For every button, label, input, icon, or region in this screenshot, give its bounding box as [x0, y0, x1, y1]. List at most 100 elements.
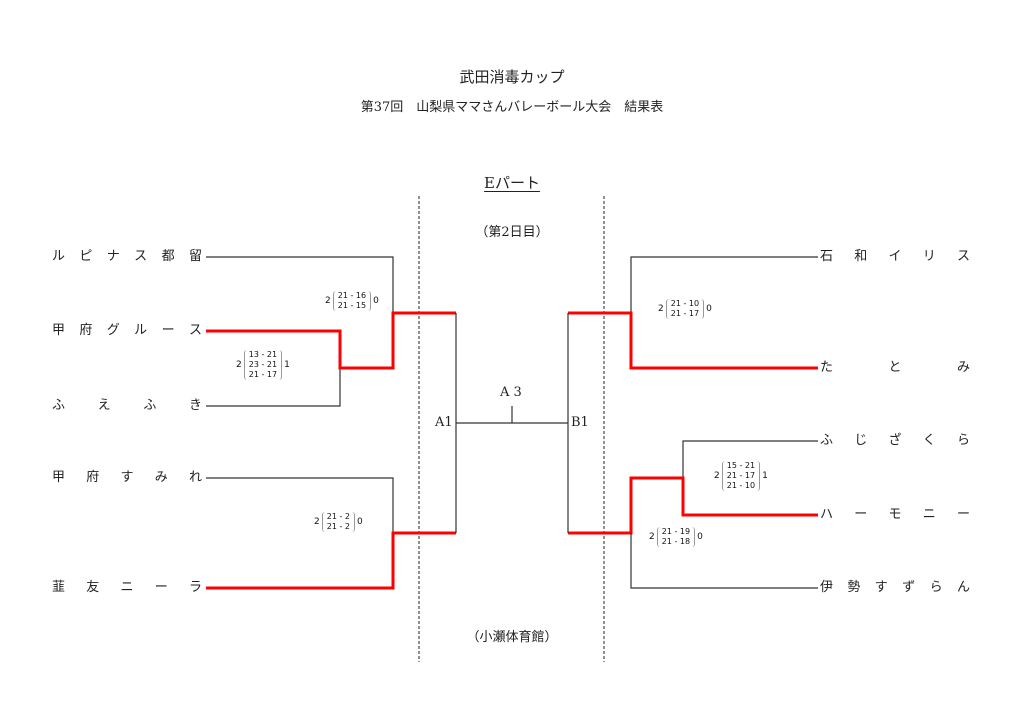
team-name-char: ラ: [188, 580, 202, 595]
team-name-char: ん: [956, 580, 970, 595]
team-right-3: ふじざくら: [820, 432, 970, 450]
team-name-char: た: [820, 360, 834, 375]
team-name-char: み: [956, 360, 970, 375]
team-name-char: ー: [956, 507, 970, 522]
team-name-char: ー: [154, 580, 168, 595]
sets-won-right: 0: [373, 296, 379, 306]
team-name-char: ス: [956, 249, 970, 264]
line-lupinasu: [206, 256, 394, 313]
team-name-char: 友: [86, 580, 100, 595]
team-name-char: グ: [106, 323, 120, 338]
team-right-5: 伊勢すずらん: [820, 579, 970, 597]
a1-label: A1: [435, 415, 453, 430]
team-name-char: 甲: [52, 470, 66, 485]
b1-label: B1: [571, 415, 589, 430]
part-label: Eパート: [484, 174, 540, 192]
line-ise-suzuran: [630, 533, 818, 589]
team-name-char: と: [888, 360, 902, 375]
team-name-char: く: [922, 433, 936, 448]
team-right-2: たとみ: [820, 359, 970, 377]
winner-path-harmony: [568, 476, 818, 535]
right-bracket: [567, 256, 818, 589]
final-label: A 3: [500, 385, 522, 400]
team-name-char: 伊: [820, 580, 834, 595]
team-name-char: え: [97, 398, 111, 413]
team-name-char: ー: [854, 507, 868, 522]
sets-won-left: 2: [714, 471, 720, 481]
line-fuefuki: [206, 368, 341, 407]
team-left-4: 甲府すみれ: [52, 469, 202, 487]
set-score: 21 - 2: [326, 522, 350, 531]
set-score: 21 - 17: [670, 309, 700, 318]
team-name-char: モ: [888, 507, 902, 522]
set-score: 21 - 16: [337, 291, 367, 300]
team-name-char: ル: [134, 323, 148, 338]
team-name-char: 府: [79, 323, 93, 338]
team-name-char: ル: [52, 249, 66, 264]
left-bracket: [206, 256, 457, 590]
set-score: 21 - 18: [661, 537, 691, 546]
venue-label: （小瀬体育館）: [466, 630, 558, 645]
sets-won-right: 0: [706, 304, 712, 314]
set-score: 21 - 19: [661, 527, 691, 536]
team-name-char: ふ: [820, 433, 834, 448]
set-score: 21 - 17: [726, 471, 756, 480]
team-name-char: 和: [854, 249, 868, 264]
team-name-char: ニ: [922, 507, 936, 522]
team-name-char: 韮: [52, 580, 66, 595]
set-score: 21 - 10: [726, 481, 756, 490]
sets-won-left: 2: [314, 517, 320, 527]
team-name-char: 都: [161, 249, 175, 264]
team-name-char: ピ: [79, 249, 93, 264]
set-score: 23 - 21: [248, 360, 278, 369]
team-name-char: す: [120, 470, 134, 485]
sets-won-right: 0: [356, 517, 363, 527]
sets-won-left: 2: [649, 532, 655, 542]
team-name-char: れ: [188, 470, 202, 485]
team-name-char: ー: [161, 323, 175, 338]
team-name-char: じ: [854, 433, 868, 448]
line-kofu-sumire: [206, 477, 394, 533]
sets-won-right: 1: [762, 471, 768, 481]
sets-won-right: 1: [284, 360, 290, 370]
team-name-char: ス: [134, 249, 148, 264]
team-right-1: 石和イリス: [820, 248, 970, 266]
sets-won-right: 0: [697, 532, 703, 542]
team-name-char: 府: [86, 470, 100, 485]
day-label: （第2日目）: [475, 225, 549, 240]
team-left-1: ルピナス都留: [52, 248, 202, 266]
line-fujizakura: [682, 440, 818, 478]
part-heading: Eパート: [0, 172, 1024, 193]
tournament-title: 武田消毒カップ: [459, 68, 565, 86]
team-name-char: ふ: [143, 398, 157, 413]
winner-path-tatomi: [568, 311, 818, 370]
winner-path-kofu-gurusu: [206, 311, 456, 370]
team-name-char: 勢: [847, 580, 861, 595]
team-name-char: ら: [929, 580, 943, 595]
set-score: 13 - 21: [248, 350, 278, 359]
team-name-char: ニ: [120, 580, 134, 595]
team-left-5: 韮友ニーラ: [52, 579, 202, 597]
team-name-char: イ: [888, 249, 902, 264]
team-left-3: ふえふき: [52, 397, 202, 415]
tournament-subtitle: 第37回 山梨県ママさんバレーボール大会 結果表: [360, 100, 664, 115]
sets-won-left: 2: [325, 296, 331, 306]
team-name-char: ス: [188, 323, 202, 338]
team-name-char: ハ: [820, 507, 834, 522]
team-left-2: 甲府グルース: [52, 322, 202, 340]
set-score: 21 - 10: [670, 299, 700, 308]
team-name-char: ら: [956, 433, 970, 448]
